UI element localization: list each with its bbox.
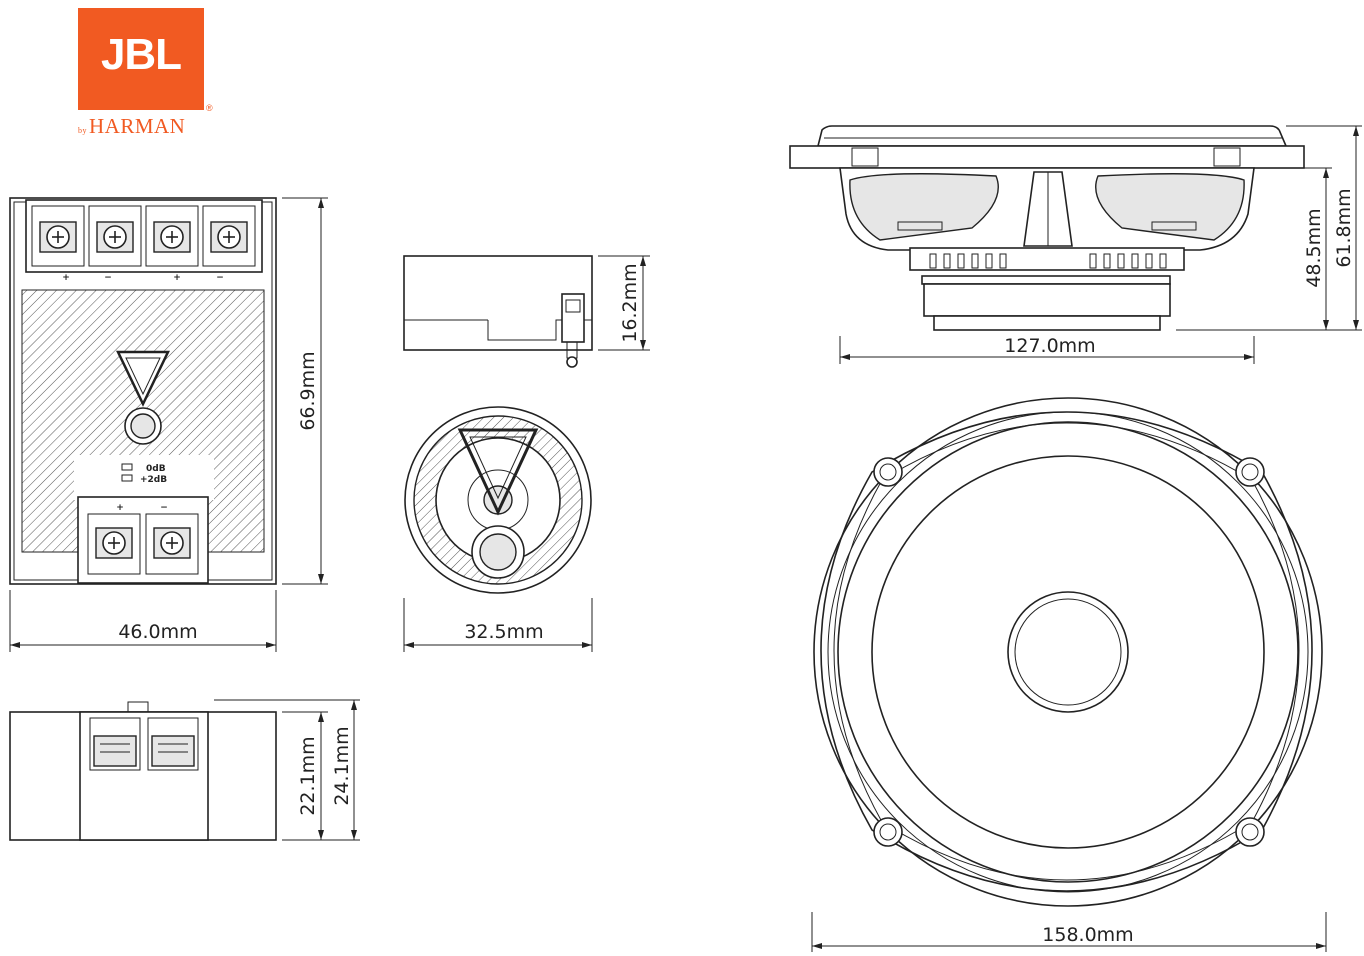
woofer-inner-depth-dimension: 48.5mm xyxy=(1303,208,1325,287)
woofer-outer-depth-dimension: 61.8mm xyxy=(1333,188,1355,267)
harman-name: HARMAN xyxy=(89,114,186,138)
svg-text:+: + xyxy=(116,503,124,513)
tweeter-diameter-dimension: 32.5mm xyxy=(464,621,543,643)
crossover-height-dimension: 66.9mm xyxy=(297,351,319,430)
terminal-screw-3 xyxy=(145,205,199,267)
crossover-side-inner-height: 22.1mm xyxy=(297,736,319,815)
woofer-outer-diameter-dimension: 158.0mm xyxy=(1042,924,1133,946)
woofer-mount-diameter-dimension: 127.0mm xyxy=(1004,335,1095,357)
mount-hole-bottom-left xyxy=(873,817,903,847)
tweeter-side-view: 16.2mm xyxy=(403,255,650,368)
tweeter-height-dimension: 16.2mm xyxy=(619,263,641,342)
svg-text:+: + xyxy=(173,273,181,283)
crossover-top-view: + − + − 0dB +2dB + − xyxy=(9,197,328,652)
terminal-screw-1 xyxy=(31,205,85,267)
harman-by: by xyxy=(78,126,87,135)
registered-mark: ® xyxy=(206,103,213,113)
terminal-screw-4 xyxy=(202,205,256,267)
woofer-side-view: 127.0mm 48.5mm 61.8mm xyxy=(789,125,1362,364)
mount-hole-top-right xyxy=(1235,457,1265,487)
terminal-screw-2 xyxy=(88,205,142,267)
switch-label-2db: +2dB xyxy=(140,475,167,485)
svg-text:+: + xyxy=(62,273,70,283)
harman-tagline: byHARMAN xyxy=(78,114,208,139)
woofer-front-view: 158.0mm xyxy=(811,397,1327,952)
crossover-width-dimension: 46.0mm xyxy=(118,621,197,643)
mount-hole-top-left xyxy=(873,457,903,487)
input-screw-2 xyxy=(145,513,199,575)
input-screw-1 xyxy=(87,513,141,575)
crossover-side-outer-height: 24.1mm xyxy=(331,726,353,805)
crossover-side-view: 22.1mm 24.1mm xyxy=(9,699,360,841)
mount-hole-bottom-right xyxy=(1235,817,1265,847)
svg-text:−: − xyxy=(216,273,224,283)
jbl-logo-text: JBL xyxy=(100,30,182,79)
svg-text:−: − xyxy=(104,273,112,283)
jbl-logo: JBL xyxy=(78,8,204,110)
tweeter-front-view: 32.5mm xyxy=(403,406,593,652)
switch-label-0db: 0dB xyxy=(146,464,166,474)
svg-text:−: − xyxy=(160,503,168,513)
